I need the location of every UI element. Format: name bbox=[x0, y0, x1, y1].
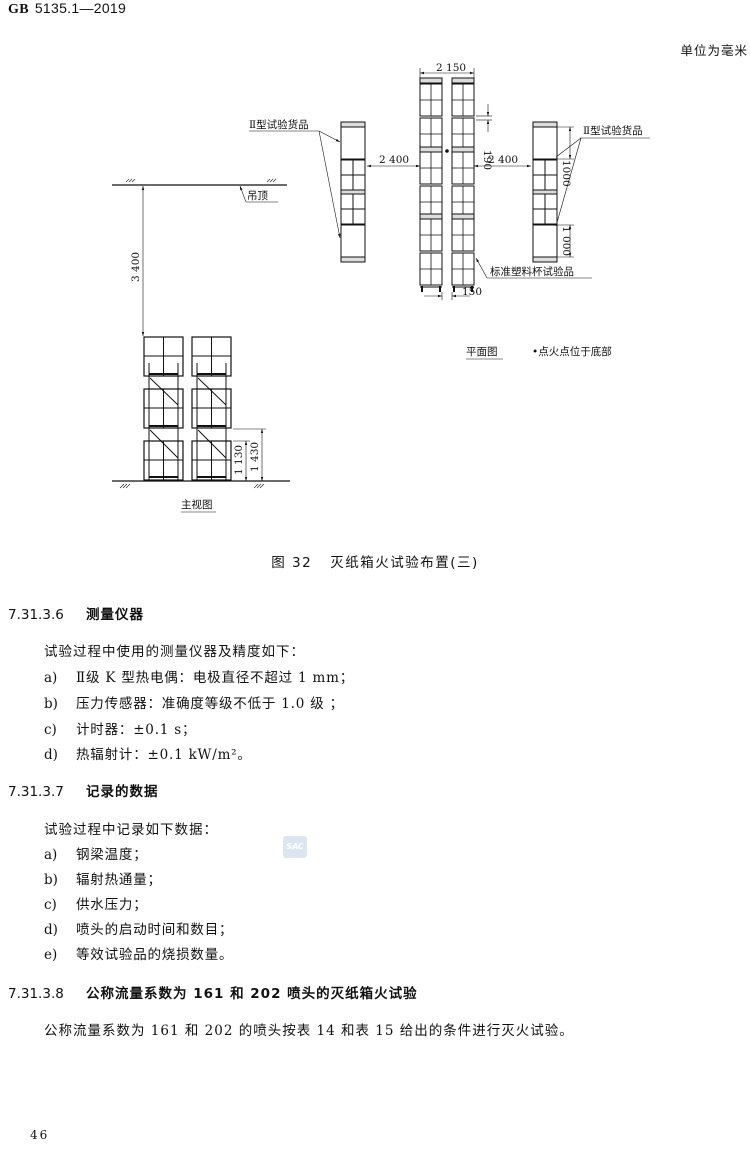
list-text: 辐射热通量； bbox=[76, 872, 162, 888]
list-text: 等效试验品的烧损数量。 bbox=[76, 947, 234, 963]
label-ceiling: 吊顶 bbox=[247, 190, 268, 202]
front-view-racks bbox=[143, 336, 232, 481]
dim-left-gap: 2 400 bbox=[379, 154, 409, 166]
list-label: c) bbox=[44, 897, 57, 913]
dim-right-lower: 1 000 bbox=[560, 226, 572, 256]
dim-bottom-gap: 150 bbox=[462, 286, 482, 298]
units-note: 单位为毫米 bbox=[680, 43, 748, 58]
section-title: 记录的数据 bbox=[86, 784, 159, 800]
section-title: 公称流量系数为 161 和 202 喷头的灭纸箱火试验 bbox=[86, 986, 418, 1002]
label-type2-goods-left: Ⅱ型试验货品 bbox=[249, 118, 309, 131]
page-number: 46 bbox=[30, 1128, 50, 1142]
dim-right-gap: 2 400 bbox=[488, 154, 518, 166]
paragraph: 公称流量系数为 161 和 202 的喷头按表 14 和表 15 给出的条件进行… bbox=[44, 1023, 574, 1039]
sac-watermark-icon: SAC bbox=[283, 836, 307, 858]
standard-prefix: GB bbox=[8, 2, 29, 17]
list-label: c) bbox=[44, 722, 57, 738]
section-heading-7-31-3-7: 7.31.3.7 记录的数据 bbox=[8, 780, 159, 800]
section-heading-7-31-3-6: 7.31.3.6 测量仪器 bbox=[8, 603, 144, 623]
list-item: c) 供水压力； bbox=[44, 893, 148, 913]
list-item: e) 等效试验品的烧损数量。 bbox=[44, 943, 233, 963]
list-text: Ⅱ级 K 型热电偶：电极直径不超过 1 mm； bbox=[76, 670, 355, 686]
figure-number: 图 32 bbox=[271, 555, 313, 571]
label-plan-view: 平面图 bbox=[466, 346, 498, 358]
standard-number: 5135.1—2019 bbox=[34, 0, 127, 16]
list-item: c) 计时器：±0.1 s； bbox=[44, 718, 196, 738]
center-rack-plan bbox=[419, 77, 475, 292]
list-label: e) bbox=[44, 947, 58, 963]
section-number: 7.31.3.8 bbox=[8, 986, 64, 1002]
document-header: GB 5135.1—2019 bbox=[8, 0, 126, 18]
paragraph: 试验过程中使用的测量仪器及精度如下： bbox=[44, 644, 305, 660]
dim-tier-2: 1 430 bbox=[249, 442, 261, 472]
list-label: a) bbox=[44, 670, 58, 686]
list-item: a) Ⅱ级 K 型热电偶：电极直径不超过 1 mm； bbox=[44, 666, 354, 686]
ceiling bbox=[112, 178, 287, 186]
label-ignition-note: •点火点位于底部 bbox=[532, 345, 612, 358]
list-label: b) bbox=[44, 872, 58, 888]
section-number: 7.31.3.7 bbox=[8, 784, 64, 800]
list-item: d) 热辐射计：±0.1 kW/m²。 bbox=[44, 743, 252, 763]
list-text: 压力传感器：准确度等级不低于 1.0 级 ； bbox=[76, 696, 344, 712]
right-type2-stack bbox=[532, 121, 558, 263]
list-label: d) bbox=[44, 747, 58, 763]
list-text: 喷头的启动时间和数目； bbox=[76, 922, 234, 938]
figure-caption: 图 32 灭纸箱火试验布置(三) bbox=[0, 551, 750, 571]
dim-ceiling-height: 3 400 bbox=[130, 252, 142, 282]
list-text: 计时器：±0.1 s； bbox=[76, 722, 197, 738]
section-heading-7-31-3-8: 7.31.3.8 公称流量系数为 161 和 202 喷头的灭纸箱火试验 bbox=[8, 982, 418, 1002]
dim-tier-1: 1 130 bbox=[233, 445, 245, 475]
list-text: 供水压力； bbox=[76, 897, 148, 913]
list-text: 热辐射计：±0.1 kW/m²。 bbox=[76, 747, 252, 763]
label-front-view: 主视图 bbox=[181, 498, 213, 511]
dim-right-upper: 1000 bbox=[560, 160, 572, 187]
list-item: a) 钢梁温度； bbox=[44, 843, 148, 863]
dim-top-width: 2 150 bbox=[436, 62, 466, 74]
section-title: 测量仪器 bbox=[86, 607, 144, 623]
list-label: d) bbox=[44, 922, 58, 938]
list-item: d) 喷头的启动时间和数目； bbox=[44, 918, 233, 938]
list-item: b) 辐射热通量； bbox=[44, 868, 162, 888]
list-label: a) bbox=[44, 847, 58, 863]
figure-32-diagram: 2 150 190 150 标准塑料杯试验品 Ⅱ型试验货品 2 400 Ⅱ型试验 bbox=[112, 62, 650, 513]
label-standard-plastic-cup: 标准塑料杯试验品 bbox=[490, 265, 574, 278]
figure-title: 灭纸箱火试验布置(三) bbox=[330, 555, 479, 571]
paragraph: 试验过程中记录如下数据： bbox=[44, 822, 218, 838]
list-text: 钢梁温度； bbox=[76, 847, 148, 863]
section-number: 7.31.3.6 bbox=[8, 607, 64, 623]
left-type2-stack bbox=[340, 121, 366, 263]
ignition-point-icon bbox=[445, 149, 449, 153]
list-label: b) bbox=[44, 696, 58, 712]
list-item: b) 压力传感器：准确度等级不低于 1.0 级 ； bbox=[44, 692, 344, 712]
label-type2-goods-right: Ⅱ型试验货品 bbox=[583, 124, 643, 137]
